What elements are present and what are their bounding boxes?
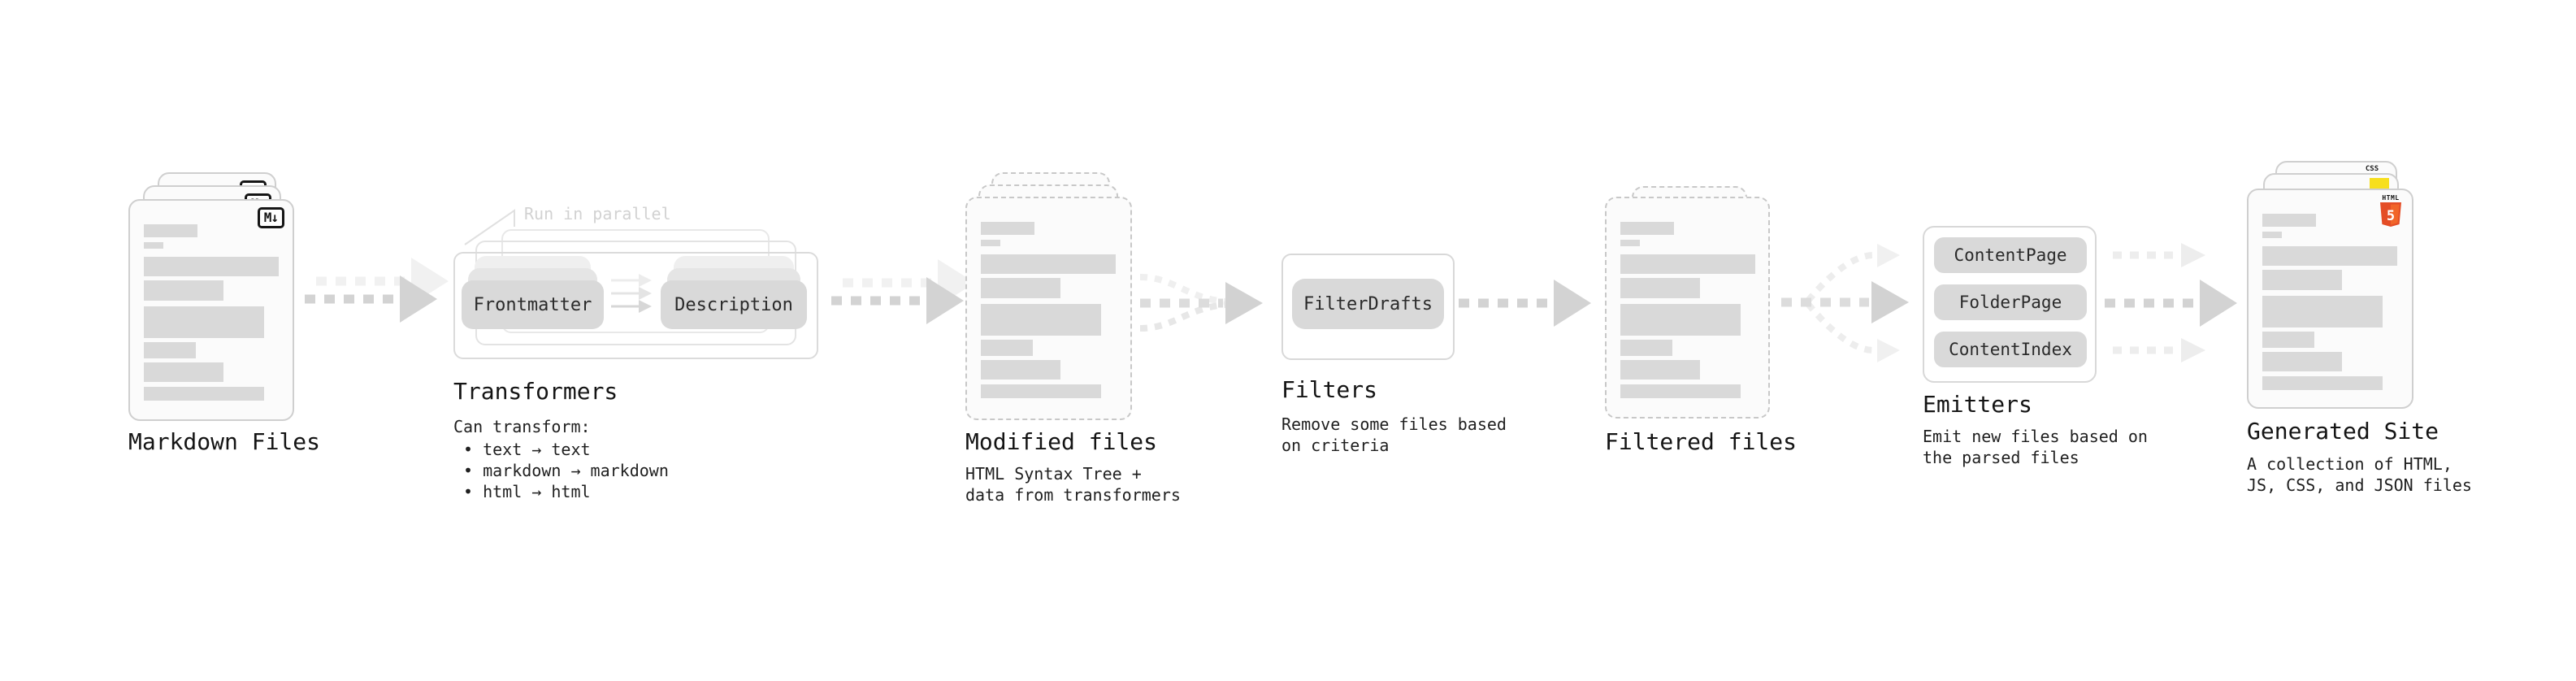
arrow-emitters-to-generated [2105, 243, 2237, 362]
doc-line-bar [144, 306, 264, 338]
doc-line-bar [1620, 278, 1700, 298]
emitter-chip-label: ContentPage [1954, 245, 2067, 265]
doc-line-bar [144, 224, 197, 237]
arrow-filters-to-filtered [1459, 280, 1591, 327]
label-modified-files: Modified files [965, 428, 1158, 455]
label-filtered-files: Filtered files [1605, 428, 1798, 455]
run-in-parallel-callout-line [464, 209, 515, 245]
doc-line-bar [1620, 240, 1640, 246]
run-in-parallel-annotation: Run in parallel [524, 204, 671, 223]
generated-site-description: A collection of HTML, [2247, 454, 2452, 474]
transformers-box-front [453, 252, 818, 359]
transformers-bullet: • html → html [463, 482, 591, 501]
label-filters: Filters [1281, 376, 1378, 403]
doc-line-bar [981, 340, 1033, 356]
doc-line-bar [1620, 222, 1674, 235]
doc-line-bar [981, 360, 1060, 380]
filtered-file-card-front [1605, 197, 1770, 419]
html5-number: 5 [2387, 208, 2395, 224]
html5-shield-icon: 5 [2380, 202, 2401, 227]
emitter-content-index-chip: ContentIndex [1934, 332, 2087, 367]
doc-line-bar [981, 304, 1101, 336]
doc-line-bar [2262, 270, 2342, 290]
arrow-markdown-to-transformers [305, 258, 449, 323]
frontmatter-chip-label: Frontmatter [473, 294, 592, 315]
emitters-description: the parsed files [1923, 448, 2079, 467]
doc-line-bar [1620, 360, 1700, 380]
doc-line-bar [1620, 384, 1741, 398]
doc-line-bar [144, 387, 264, 401]
doc-line-bar [2262, 376, 2383, 390]
doc-line-bar [2262, 296, 2383, 327]
arrow-transformers-to-modified [831, 259, 975, 324]
transformer-description-chip: Description [661, 280, 807, 329]
doc-line-bar [144, 257, 279, 276]
filters-description: on criteria [1281, 436, 1390, 455]
doc-line-bar [144, 362, 223, 382]
generated-site-description: JS, CSS, and JSON files [2247, 475, 2472, 495]
generated-html-card-front: HTML 5 [2247, 189, 2413, 409]
label-generated-site: Generated Site [2247, 418, 2439, 445]
emitter-chip-label: ContentIndex [1949, 340, 2072, 359]
doc-line-bar [1620, 304, 1741, 336]
doc-line-bar [981, 254, 1116, 274]
html5-logo-icon: HTML 5 [2379, 195, 2402, 227]
label-emitters: Emitters [1923, 391, 2032, 418]
doc-line-bar [981, 278, 1060, 298]
doc-line-bar [981, 240, 1000, 246]
doc-line-bar [144, 342, 196, 358]
js-badge-icon [2370, 178, 2389, 189]
doc-line-bar [144, 242, 163, 249]
label-transformers: Transformers [453, 378, 618, 405]
markdown-file-card-front: M↓ [128, 199, 294, 421]
arrow-modified-to-filters [1139, 274, 1263, 332]
markdown-icon: M↓ [257, 207, 284, 228]
doc-line-bar [1620, 254, 1755, 274]
css-badge-text: CSS [2365, 165, 2379, 173]
transformers-bullet: • text → text [463, 440, 591, 459]
emitter-folder-page-chip: FolderPage [1934, 284, 2087, 320]
doc-line-bar [2262, 332, 2314, 348]
modified-files-description: data from transformers [965, 485, 1181, 505]
modified-file-card-front [965, 197, 1132, 420]
filters-description: Remove some files based [1281, 414, 1507, 434]
arrow-filtered-to-emitters [1781, 244, 1909, 362]
doc-line-bar [981, 384, 1101, 398]
doc-line-bar [2262, 246, 2397, 266]
description-chip-label: Description [674, 294, 793, 315]
emitters-description: Emit new files based on [1923, 427, 2148, 446]
doc-line-bar [981, 222, 1034, 235]
label-markdown-files: Markdown Files [128, 428, 321, 455]
emitter-chip-label: FolderPage [1958, 293, 2062, 312]
transformers-description-title: Can transform: [453, 417, 591, 436]
transformer-frontmatter-chip: Frontmatter [462, 280, 604, 329]
doc-line-bar [2262, 232, 2282, 238]
modified-files-description: HTML Syntax Tree + [965, 464, 1142, 484]
doc-line-bar [1620, 340, 1672, 356]
transformers-bullet: • markdown → markdown [463, 461, 669, 480]
filter-drafts-chip-label: FilterDrafts [1303, 293, 1433, 314]
emitter-content-page-chip: ContentPage [1934, 237, 2087, 273]
doc-line-bar [2262, 214, 2316, 227]
filter-drafts-chip: FilterDrafts [1292, 279, 1444, 329]
doc-line-bar [144, 280, 223, 301]
html5-logo-word: HTML [2382, 194, 2400, 202]
doc-line-bar [2262, 352, 2342, 371]
